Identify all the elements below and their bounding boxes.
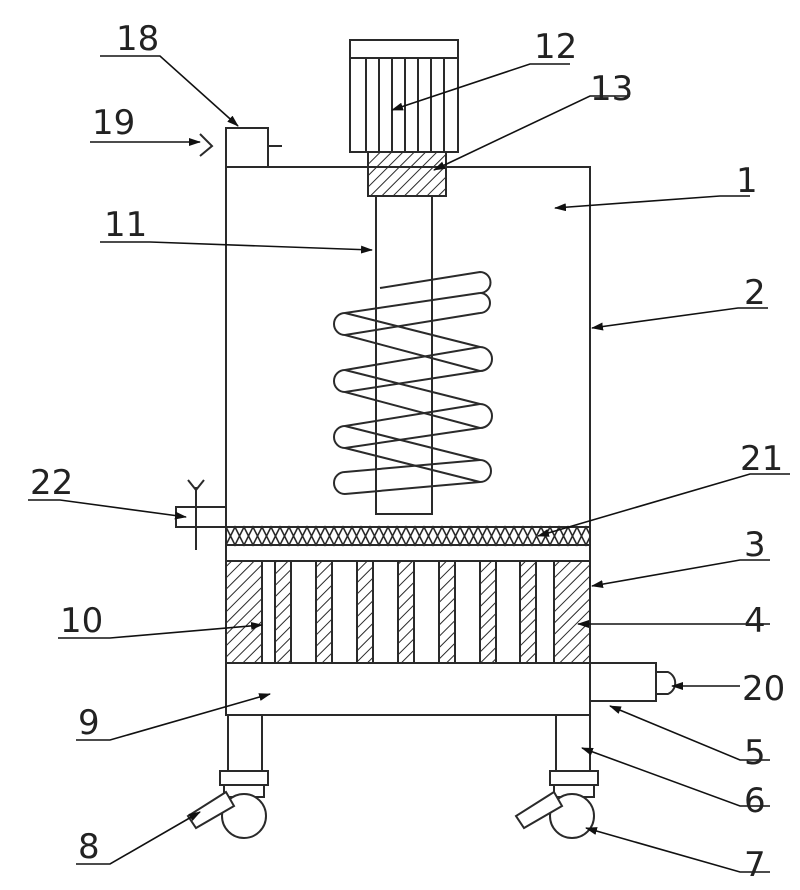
leader-3 — [591, 559, 770, 589]
label-7: 7 — [744, 845, 766, 885]
label-9: 9 — [78, 703, 100, 743]
base-chamber — [225, 662, 591, 716]
leader-5 — [609, 705, 770, 761]
coupling — [367, 151, 447, 197]
leader-11 — [100, 241, 373, 254]
label-6: 6 — [744, 781, 766, 821]
drain-valve — [175, 479, 227, 550]
inlet-pipe — [225, 127, 269, 168]
side-extension — [589, 662, 657, 702]
leader-8 — [76, 811, 201, 865]
label-10: 10 — [60, 601, 103, 641]
leader-13 — [433, 95, 630, 171]
label-20: 20 — [742, 669, 785, 709]
heating-chamber — [225, 560, 591, 664]
inlet-valve-mark — [199, 133, 214, 157]
label-21: 21 — [740, 439, 783, 479]
tank-body — [225, 166, 591, 528]
right-caster-mount — [549, 770, 599, 786]
leader-6 — [581, 747, 770, 807]
right-brake — [514, 790, 564, 830]
label-22: 22 — [30, 463, 73, 503]
leader-22 — [28, 499, 187, 520]
spiral-blade — [333, 270, 493, 495]
motor — [349, 39, 459, 153]
leader-2 — [591, 307, 768, 331]
left-caster-mount — [219, 770, 269, 786]
left-leg — [227, 714, 263, 772]
label-5: 5 — [744, 733, 766, 773]
leader-1 — [554, 195, 750, 212]
label-11: 11 — [104, 205, 147, 245]
leader-21 — [537, 473, 790, 537]
leader-10 — [58, 621, 263, 639]
label-3: 3 — [744, 525, 766, 565]
label-4: 4 — [744, 601, 766, 641]
label-19: 19 — [92, 103, 135, 143]
filter-mesh — [225, 525, 591, 547]
label-13: 13 — [590, 69, 633, 109]
support-plate — [225, 544, 591, 562]
label-12: 12 — [534, 27, 577, 67]
label-1: 1 — [736, 161, 758, 201]
right-leg — [555, 714, 591, 772]
label-18: 18 — [116, 19, 159, 59]
leader-7 — [585, 827, 770, 873]
label-8: 8 — [78, 827, 100, 867]
leader-12 — [391, 63, 570, 111]
leader-18 — [100, 55, 239, 127]
leader-9 — [76, 693, 271, 741]
outlet-nozzle — [656, 671, 677, 695]
label-2: 2 — [744, 273, 766, 313]
